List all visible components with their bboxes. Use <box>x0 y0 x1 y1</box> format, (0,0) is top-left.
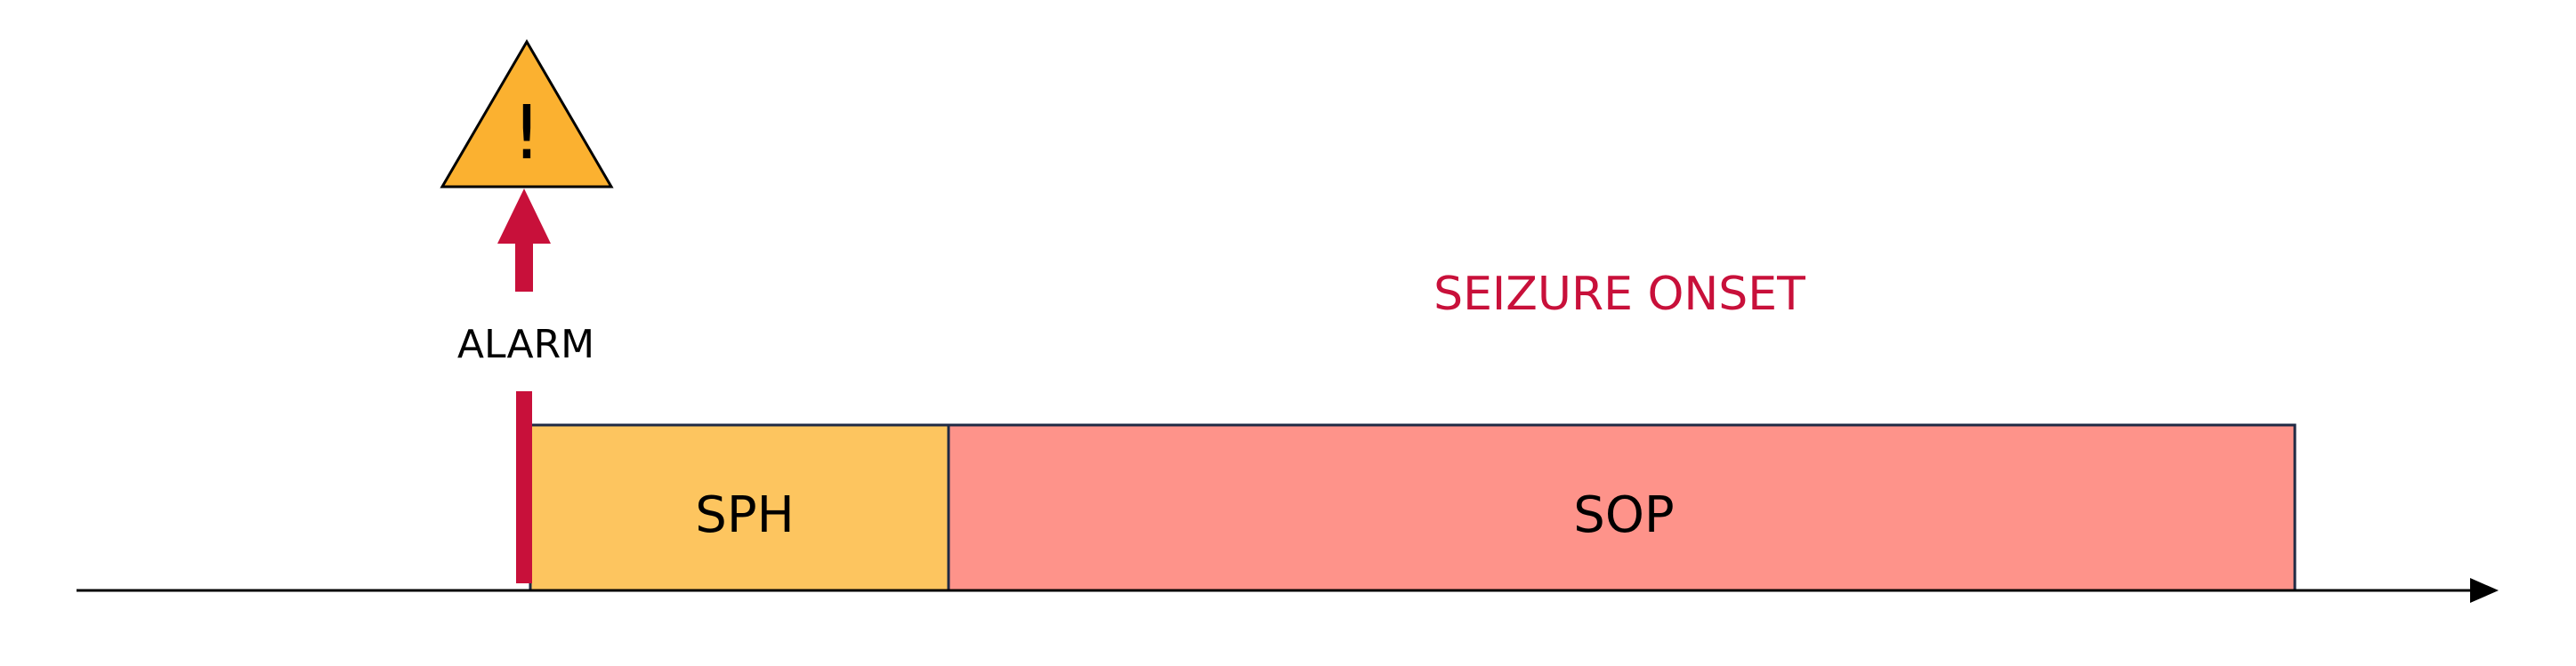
sph-label: SPH <box>695 486 795 544</box>
up-arrow-icon <box>497 189 551 292</box>
sop-label: SOP <box>1573 486 1675 544</box>
seizure-onset-label: SEIZURE ONSET <box>1433 268 1805 321</box>
sph-segment <box>529 423 950 592</box>
time-axis-arrowhead-icon <box>2470 578 2499 603</box>
warning-triangle-icon: ! <box>440 39 614 189</box>
sop-segment <box>947 423 2297 592</box>
alarm-marker-line <box>516 391 532 583</box>
alarm-label: ALARM <box>456 322 595 367</box>
warning-glyph: ! <box>512 89 542 176</box>
